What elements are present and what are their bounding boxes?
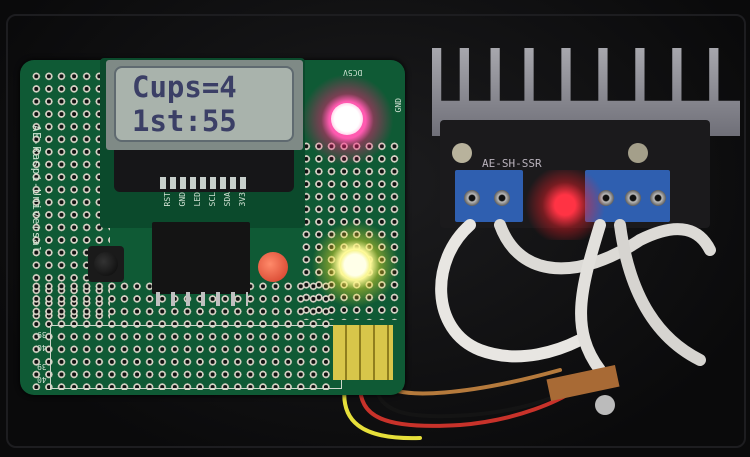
white-wire — [435, 219, 586, 363]
pin-label-scl: SCL — [208, 192, 217, 207]
board-name-label: AE-Raspi-Universal — [30, 125, 43, 254]
lcd-line-1: Cups=4 — [132, 70, 237, 104]
red-wire — [358, 383, 577, 428]
gpio-rail-outline — [50, 325, 342, 389]
rail-number: 39 — [37, 330, 47, 339]
rail-number: 40 — [37, 343, 47, 352]
terminal-screw — [625, 190, 641, 206]
white-wire — [614, 219, 706, 366]
black-button-cap[interactable] — [94, 252, 118, 276]
white-wire — [575, 219, 606, 376]
rail-number: 40 — [37, 375, 47, 384]
terminal-screw — [464, 190, 480, 206]
sensor-screw — [595, 395, 615, 415]
pin-header-connector — [333, 325, 393, 380]
yellow-wire — [342, 383, 422, 441]
mounting-screw — [628, 143, 648, 163]
ic-pins — [156, 292, 248, 306]
red-push-button[interactable] — [258, 252, 288, 282]
pin-label-sda: SDA — [223, 192, 232, 207]
sensor-board — [546, 364, 620, 402]
pin-label-3v3: 3V3 — [238, 192, 247, 207]
brown-wire — [383, 368, 562, 396]
lcd-line-2: 1st:55 — [132, 104, 237, 138]
pin-label-gnd: GND — [178, 192, 187, 207]
enclosure-rim — [6, 14, 746, 448]
lcd-display: Cups=4 1st:55 — [114, 66, 294, 142]
lcd-pin-labels: RST GND LED SCL SDA 3V3 — [163, 192, 247, 206]
red-led — [331, 103, 363, 135]
gnd-label: GND — [394, 98, 403, 113]
pin-label-rst: RST — [163, 192, 172, 207]
terminal-screw — [650, 190, 666, 206]
rail-number: 39 — [37, 362, 47, 371]
ic-chip — [152, 222, 250, 294]
terminal-screw — [494, 190, 510, 206]
yellow-led — [340, 250, 370, 280]
mounting-screw — [452, 143, 472, 163]
white-wire — [494, 219, 716, 275]
resistor-array — [160, 177, 248, 189]
ssr-name: AE-SH-SSR — [482, 157, 542, 170]
pin-label-led: LED — [193, 192, 202, 207]
